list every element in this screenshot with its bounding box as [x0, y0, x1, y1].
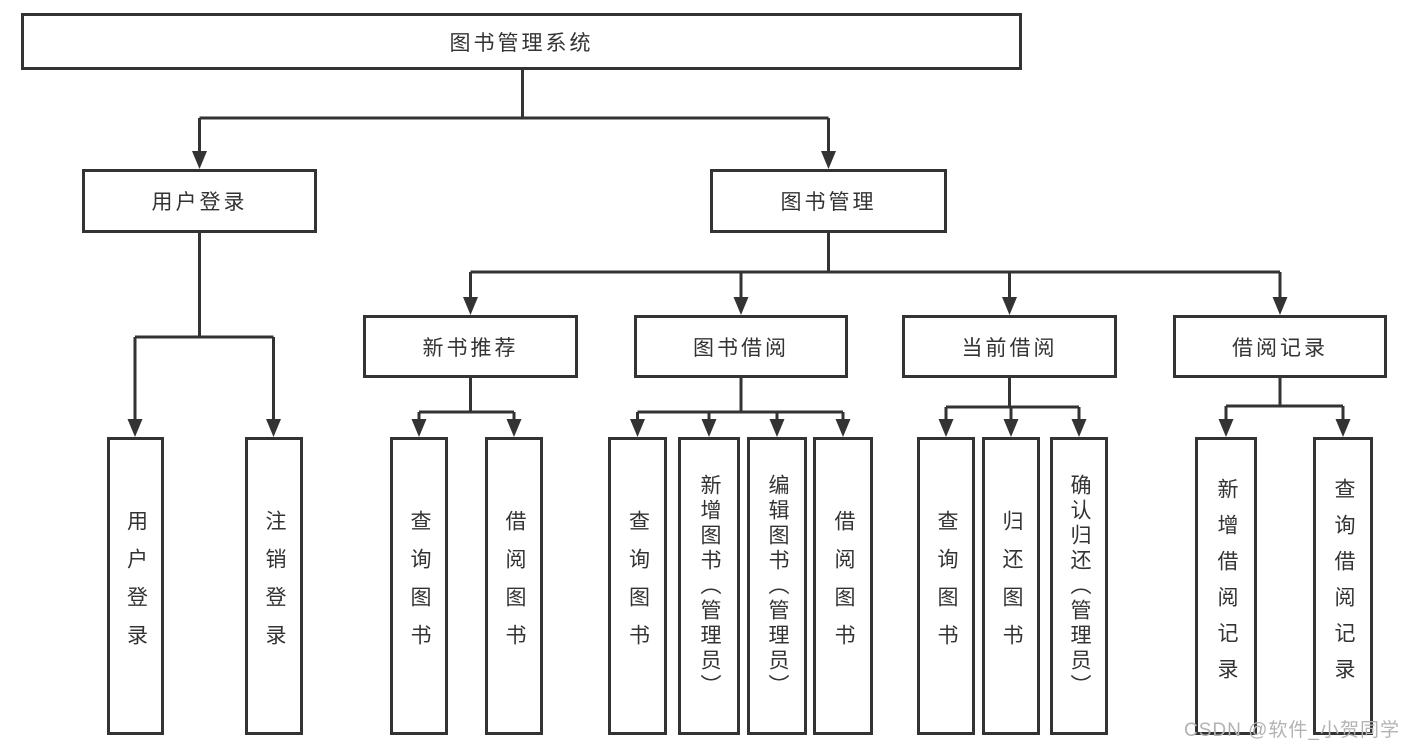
leaf-recommend-query-books-label: 查询图书: [408, 510, 431, 662]
leaf-borrow-add-books-admin: 新增图书（管理员）: [678, 437, 740, 735]
leaf-borrow-query-books: 查询图书: [608, 437, 667, 735]
leaf-current-confirm-return-admin: 确认归还（管理员）: [1050, 437, 1108, 735]
leaf-recommend-borrow-books-label: 借阅图书: [503, 510, 526, 662]
leaf-logout-label: 注销登录: [263, 510, 286, 662]
node-user-login-label: 用户登录: [151, 191, 248, 214]
leaf-logout: 注销登录: [245, 437, 303, 735]
leaf-borrow-borrow-books: 借阅图书: [813, 437, 873, 735]
leaf-current-return-books-label: 归还图书: [1000, 510, 1023, 662]
leaf-current-return-books: 归还图书: [982, 437, 1040, 735]
leaf-borrow-query-books-label: 查询图书: [626, 510, 650, 662]
leaf-borrow-add-books-admin-label: 新增图书（管理员）: [698, 473, 721, 699]
csdn-watermark: CSDN @软件_小贺同学: [1184, 720, 1400, 741]
leaf-records-query-record: 查询借阅记录: [1313, 437, 1373, 735]
leaf-records-add-record: 新增借阅记录: [1195, 437, 1257, 735]
leaf-user-login: 用户登录: [107, 437, 164, 735]
node-book-management-label: 图书管理: [780, 191, 877, 214]
leaf-borrow-edit-books-admin: 编辑图书（管理员）: [747, 437, 807, 735]
leaf-recommend-borrow-books: 借阅图书: [485, 437, 543, 735]
node-current-borrow-label: 当前借阅: [961, 336, 1058, 360]
node-borrow-records-label: 借阅记录: [1232, 336, 1328, 360]
leaf-recommend-query-books: 查询图书: [390, 437, 448, 735]
leaf-records-add-record-label: 新增借阅记录: [1215, 478, 1238, 694]
leaf-current-query-books-label: 查询图书: [935, 510, 958, 662]
leaf-user-login-label: 用户登录: [124, 510, 148, 662]
leaf-records-query-record-label: 查询借阅记录: [1332, 478, 1355, 694]
node-new-book-recommend: 新书推荐: [363, 315, 578, 378]
node-new-book-recommend-label: 新书推荐: [422, 336, 519, 360]
leaf-current-query-books: 查询图书: [917, 437, 975, 735]
node-borrow-records: 借阅记录: [1173, 315, 1387, 378]
leaf-current-confirm-return-admin-label: 确认归还（管理员）: [1068, 473, 1091, 699]
leaf-borrow-borrow-books-label: 借阅图书: [832, 510, 855, 662]
node-book-borrow: 图书借阅: [634, 315, 848, 378]
node-book-management: 图书管理: [710, 169, 947, 233]
node-root-system: 图书管理系统: [21, 13, 1022, 70]
node-user-login: 用户登录: [82, 169, 317, 233]
node-current-borrow: 当前借阅: [902, 315, 1117, 378]
node-root-label: 图书管理系统: [449, 31, 594, 55]
node-book-borrow-label: 图书借阅: [693, 336, 789, 360]
leaf-borrow-edit-books-admin-label: 编辑图书（管理员）: [766, 473, 789, 699]
